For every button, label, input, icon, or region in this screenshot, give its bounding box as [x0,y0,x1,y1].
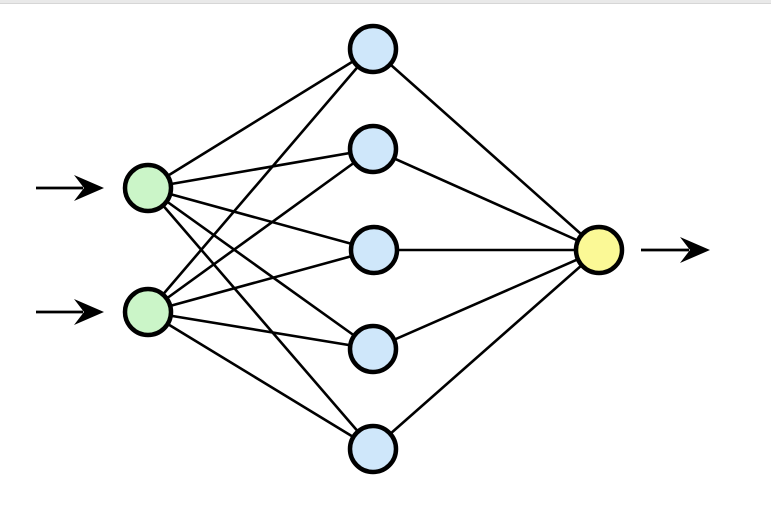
input-arrow-1-head-icon [74,175,104,201]
edge-h4-o1 [372,248,600,351]
edge-i1-h1 [147,47,374,190]
edge-i1-h5 [147,187,374,450]
window-top-border [0,0,771,4]
input-arrow-2 [36,299,104,325]
hidden-node-3 [348,224,400,276]
edge-i2-h2 [147,147,374,314]
output-node-1 [573,224,625,276]
edge-i2-h1 [147,48,374,313]
hidden-node-5 [347,423,399,475]
output-arrow-head-icon [680,237,710,263]
input-arrow-1 [36,175,104,201]
edge-i1-h2 [147,147,374,190]
edge-i1-h3 [147,186,375,252]
input-node-2 [122,286,174,338]
hidden-node-2 [347,123,399,175]
input-node-1 [122,162,174,214]
hidden-node-4 [347,323,399,375]
edge-i2-h5 [147,310,374,451]
edge-h1-o1 [372,48,600,251]
edge-h2-o1 [372,147,600,252]
output-arrow [641,237,710,263]
edge-i2-h4 [147,310,374,351]
hidden-node-1 [347,23,399,75]
edge-i1-h4 [147,186,374,351]
edge-h5-o1 [372,249,600,450]
input-arrow-2-head-icon [74,299,104,325]
edge-i2-h3 [147,248,375,314]
